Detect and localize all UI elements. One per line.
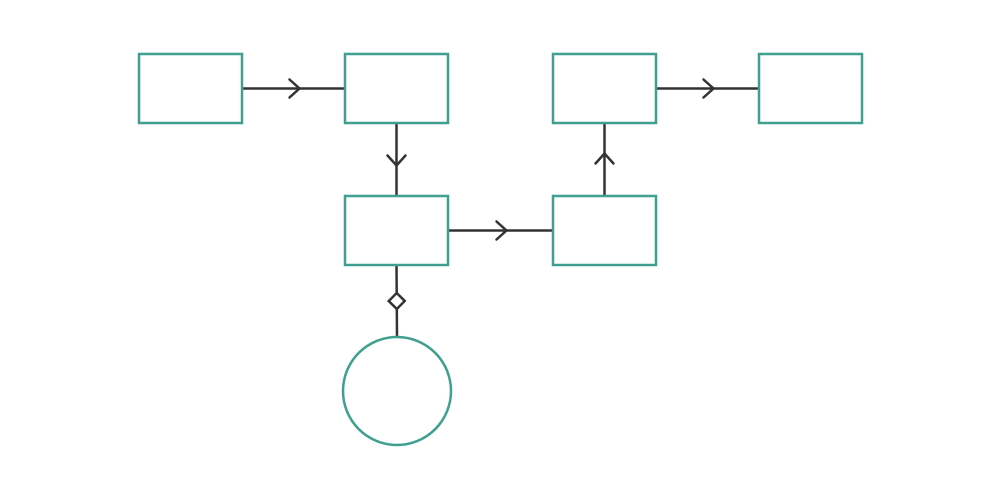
node-1[interactable] (137, 52, 244, 125)
nodes-layer (137, 52, 864, 447)
rectangle-node-shape (137, 52, 244, 125)
rectangle-node-shape (551, 194, 658, 267)
edge-node-5-node-6 (448, 220, 553, 241)
node-2[interactable] (343, 52, 450, 125)
edge-node-6-node-3 (594, 123, 615, 196)
rectangle-node-shape (551, 52, 658, 125)
edge-node-2-node-5 (386, 123, 407, 196)
arrow-head-icon (594, 151, 615, 165)
circle-node-shape (341, 335, 453, 447)
rectangle-node-shape (343, 194, 450, 267)
arrow-head-icon (495, 220, 509, 241)
arrow-head-icon (288, 78, 302, 99)
node-3[interactable] (551, 52, 658, 125)
edges-layer (242, 78, 759, 338)
node-4[interactable] (757, 52, 864, 125)
rectangle-node-shape (757, 52, 864, 125)
node-6[interactable] (551, 194, 658, 267)
arrow-head-icon (386, 154, 407, 168)
node-5[interactable] (343, 194, 450, 267)
node-7[interactable] (341, 335, 453, 447)
edge-node-1-node-2 (242, 78, 345, 99)
arrow-head-icon (702, 78, 716, 99)
edge-node-5-node-7 (386, 264, 407, 338)
diamond-marker-icon (386, 291, 407, 311)
rectangle-node-shape (343, 52, 450, 125)
edge-node-3-node-4 (656, 78, 759, 99)
